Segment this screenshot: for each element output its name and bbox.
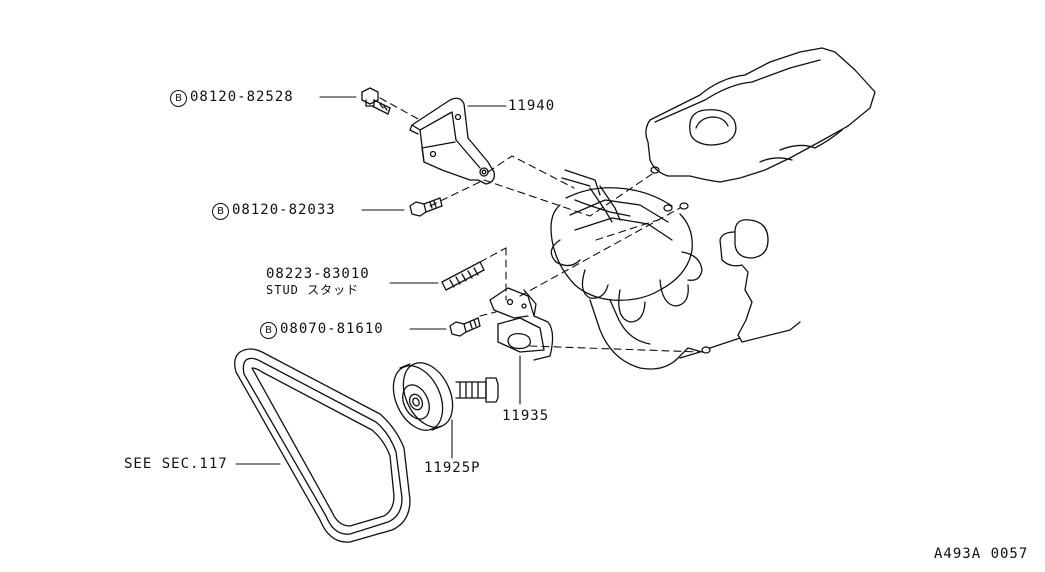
leader-lines bbox=[235, 96, 521, 465]
part-number: 08120-82528 bbox=[190, 89, 294, 105]
bolt-upper-shape bbox=[361, 87, 391, 115]
callout-stud: 08223-83010 STUD スタッド bbox=[266, 266, 370, 298]
bolt-middle-shape bbox=[409, 197, 443, 217]
pump-assembly bbox=[550, 169, 703, 370]
diagram-code: A493A 0057 bbox=[934, 546, 1028, 562]
part-number: 11940 bbox=[508, 98, 556, 114]
section-reference: SEE SEC.117 bbox=[124, 456, 228, 472]
bolt-lower-shape bbox=[449, 317, 481, 337]
idler-pulley-shape bbox=[392, 362, 499, 431]
callout-belt: SEE SEC.117 bbox=[124, 456, 228, 472]
b-badge: B bbox=[260, 322, 277, 339]
assembly-lines bbox=[379, 97, 701, 353]
engine-block bbox=[645, 47, 876, 359]
part-number: 11925P bbox=[424, 460, 481, 476]
stud-shape bbox=[441, 261, 485, 291]
part-number: 08120-82033 bbox=[232, 202, 336, 218]
upper-bracket bbox=[409, 97, 495, 185]
part-number: 08223-83010 bbox=[266, 266, 370, 282]
part-name: STUD スタッド bbox=[266, 283, 360, 297]
part-number: 11935 bbox=[502, 408, 550, 424]
lower-bracket bbox=[489, 287, 554, 361]
b-badge: B bbox=[170, 90, 187, 107]
belt-shape bbox=[234, 348, 411, 543]
callout-idler-pulley: 11925P bbox=[424, 460, 481, 476]
callout-bracket-upper: 11940 bbox=[508, 98, 555, 114]
b-badge: B bbox=[212, 203, 229, 220]
diagram-code-text: A493A 0057 bbox=[934, 546, 1029, 562]
part-number: 08070-81610 bbox=[280, 321, 384, 337]
callout-bracket-lower: 11935 bbox=[502, 408, 549, 424]
